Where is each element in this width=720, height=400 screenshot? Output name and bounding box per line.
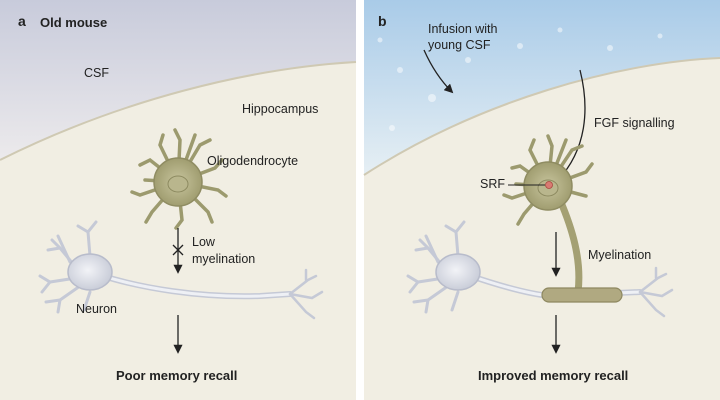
csf-boundary-b	[363, 57, 720, 176]
oligodendrocyte-b	[502, 134, 594, 296]
neuron-label: Neuron	[76, 302, 117, 316]
srf-dot	[545, 181, 553, 189]
panel-divider	[356, 0, 364, 400]
srf-label: SRF	[480, 177, 505, 191]
csf-label: CSF	[84, 66, 109, 80]
myelin-sheath	[541, 287, 623, 303]
low-label: Low	[192, 235, 215, 249]
csf-region-young	[364, 0, 720, 175]
myelination-label-a: myelination	[192, 252, 256, 266]
panel-b-letter: b	[378, 13, 387, 29]
fgf-signalling-label: FGF signalling	[594, 116, 675, 130]
infusion-label-line1: Infusion with	[428, 22, 498, 36]
hippocampus-label: Hippocampus	[242, 102, 319, 116]
oligodendrocyte-a	[130, 128, 228, 230]
panel-a-letter: a	[18, 13, 26, 29]
myelination-label-b: Myelination	[588, 248, 652, 262]
infusion-label-line2: young CSF	[428, 38, 491, 52]
oligodendrocyte-label: Oligodendrocyte	[207, 154, 299, 168]
panel-a-title: Old mouse	[40, 15, 108, 30]
outcome-b: Improved memory recall	[478, 368, 629, 383]
outcome-a: Poor memory recall	[116, 368, 238, 383]
csf-boundary-a	[0, 61, 357, 161]
neuron-a	[38, 220, 324, 320]
infusion-arrow	[423, 49, 454, 94]
csf-particles	[377, 27, 663, 131]
inhibition-cross-icon	[172, 244, 184, 256]
